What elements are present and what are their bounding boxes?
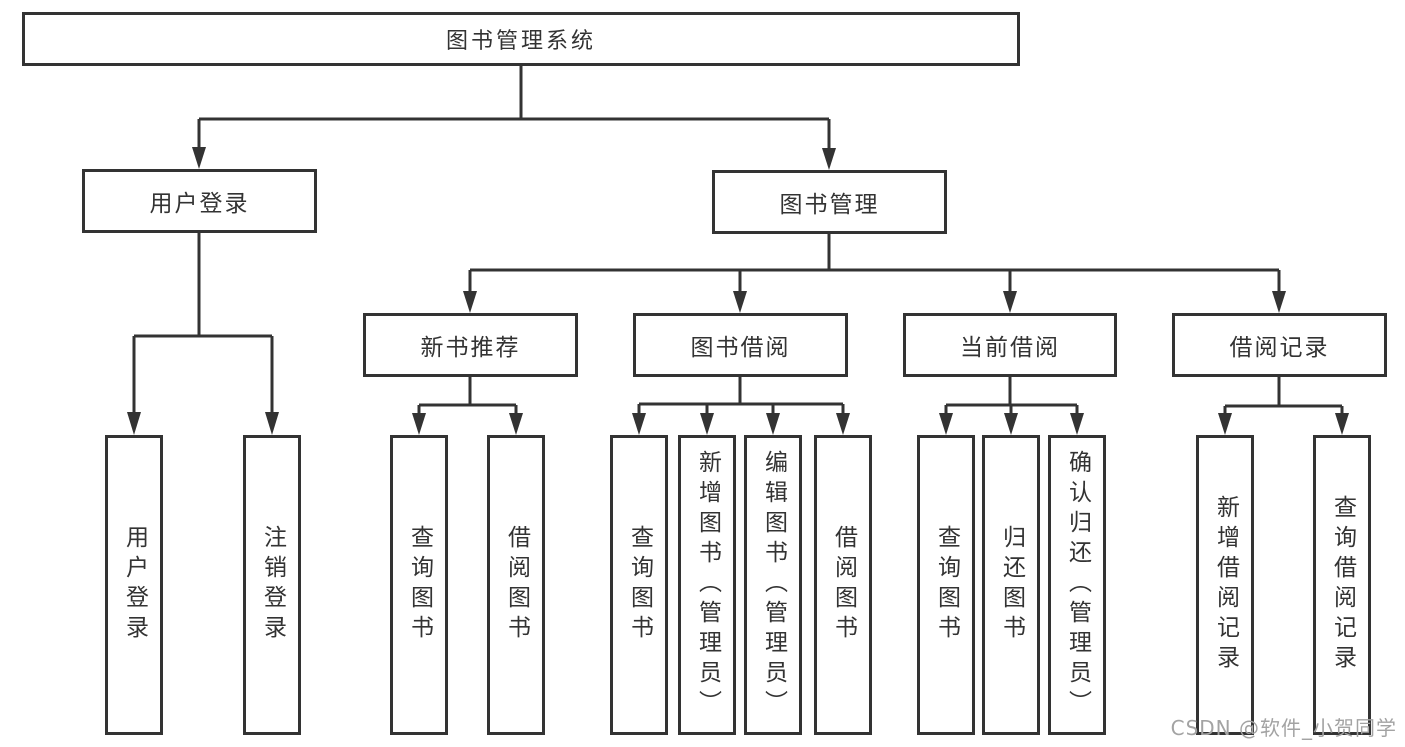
leaf-query-books-recommend: 查询图书 <box>390 435 448 735</box>
node-book-borrow-label: 图书借阅 <box>690 335 791 361</box>
connector-user-login-to-leaves <box>127 233 279 435</box>
node-new-book-recommend: 新书推荐 <box>363 313 578 377</box>
leaf-query-books-borrow: 查询图书 <box>610 435 668 735</box>
node-current-borrow: 当前借阅 <box>903 313 1117 377</box>
leaf-logout-label: 注销登录 <box>259 525 286 645</box>
node-book-borrow: 图书借阅 <box>633 313 848 377</box>
node-book-management: 图书管理 <box>712 170 947 234</box>
leaf-query-books-current-label: 查询图书 <box>933 525 960 645</box>
node-current-borrow-label: 当前借阅 <box>960 335 1060 361</box>
leaf-borrow-books-label: 借阅图书 <box>830 525 857 645</box>
csdn-watermark: CSDN @软件_小贺同学 <box>1170 716 1397 740</box>
leaf-add-borrow-record: 新增借阅记录 <box>1196 435 1254 735</box>
leaf-add-books-admin: 新增图书（管理员） <box>678 435 736 735</box>
node-borrow-records: 借阅记录 <box>1172 313 1387 377</box>
connector-book-management-to-level3 <box>463 234 1286 313</box>
leaf-query-books-current: 查询图书 <box>917 435 975 735</box>
leaf-query-borrow-record-label: 查询借阅记录 <box>1329 495 1356 675</box>
leaf-add-books-admin-label: 新增图书（管理员） <box>694 450 721 720</box>
leaf-confirm-return-admin-label: 确认归还（管理员） <box>1064 450 1091 720</box>
node-user-login: 用户登录 <box>82 169 317 233</box>
node-new-book-recommend-label: 新书推荐 <box>420 335 521 361</box>
leaf-user-login: 用户登录 <box>105 435 163 735</box>
leaf-return-books-label: 归还图书 <box>998 525 1025 645</box>
leaf-user-login-label: 用户登录 <box>121 525 148 645</box>
leaf-add-borrow-record-label: 新增借阅记录 <box>1212 495 1239 675</box>
node-root-label: 图书管理系统 <box>445 29 596 54</box>
leaf-logout: 注销登录 <box>243 435 301 735</box>
node-user-login-label: 用户登录 <box>149 191 250 217</box>
node-borrow-records-label: 借阅记录 <box>1229 335 1330 361</box>
leaf-edit-books-admin-label: 编辑图书（管理员） <box>760 450 787 720</box>
leaf-query-books-recommend-label: 查询图书 <box>406 525 433 645</box>
leaf-borrow-books-recommend-label: 借阅图书 <box>503 525 530 645</box>
connector-root-to-level2 <box>192 66 836 170</box>
node-book-management-label: 图书管理 <box>779 192 880 218</box>
node-root-library-system: 图书管理系统 <box>22 12 1020 66</box>
leaf-borrow-books-recommend: 借阅图书 <box>487 435 545 735</box>
leaf-query-books-borrow-label: 查询图书 <box>626 525 653 645</box>
connector-new-book-recommend-to-leaves <box>412 377 523 435</box>
leaf-return-books: 归还图书 <box>982 435 1040 735</box>
leaf-borrow-books: 借阅图书 <box>814 435 872 735</box>
leaf-confirm-return-admin: 确认归还（管理员） <box>1048 435 1106 735</box>
connector-book-borrow-to-leaves <box>632 377 850 435</box>
connector-borrow-records-to-leaves <box>1218 377 1349 435</box>
leaf-query-borrow-record: 查询借阅记录 <box>1313 435 1371 735</box>
connector-current-borrow-to-leaves <box>939 377 1084 435</box>
leaf-edit-books-admin: 编辑图书（管理员） <box>744 435 802 735</box>
